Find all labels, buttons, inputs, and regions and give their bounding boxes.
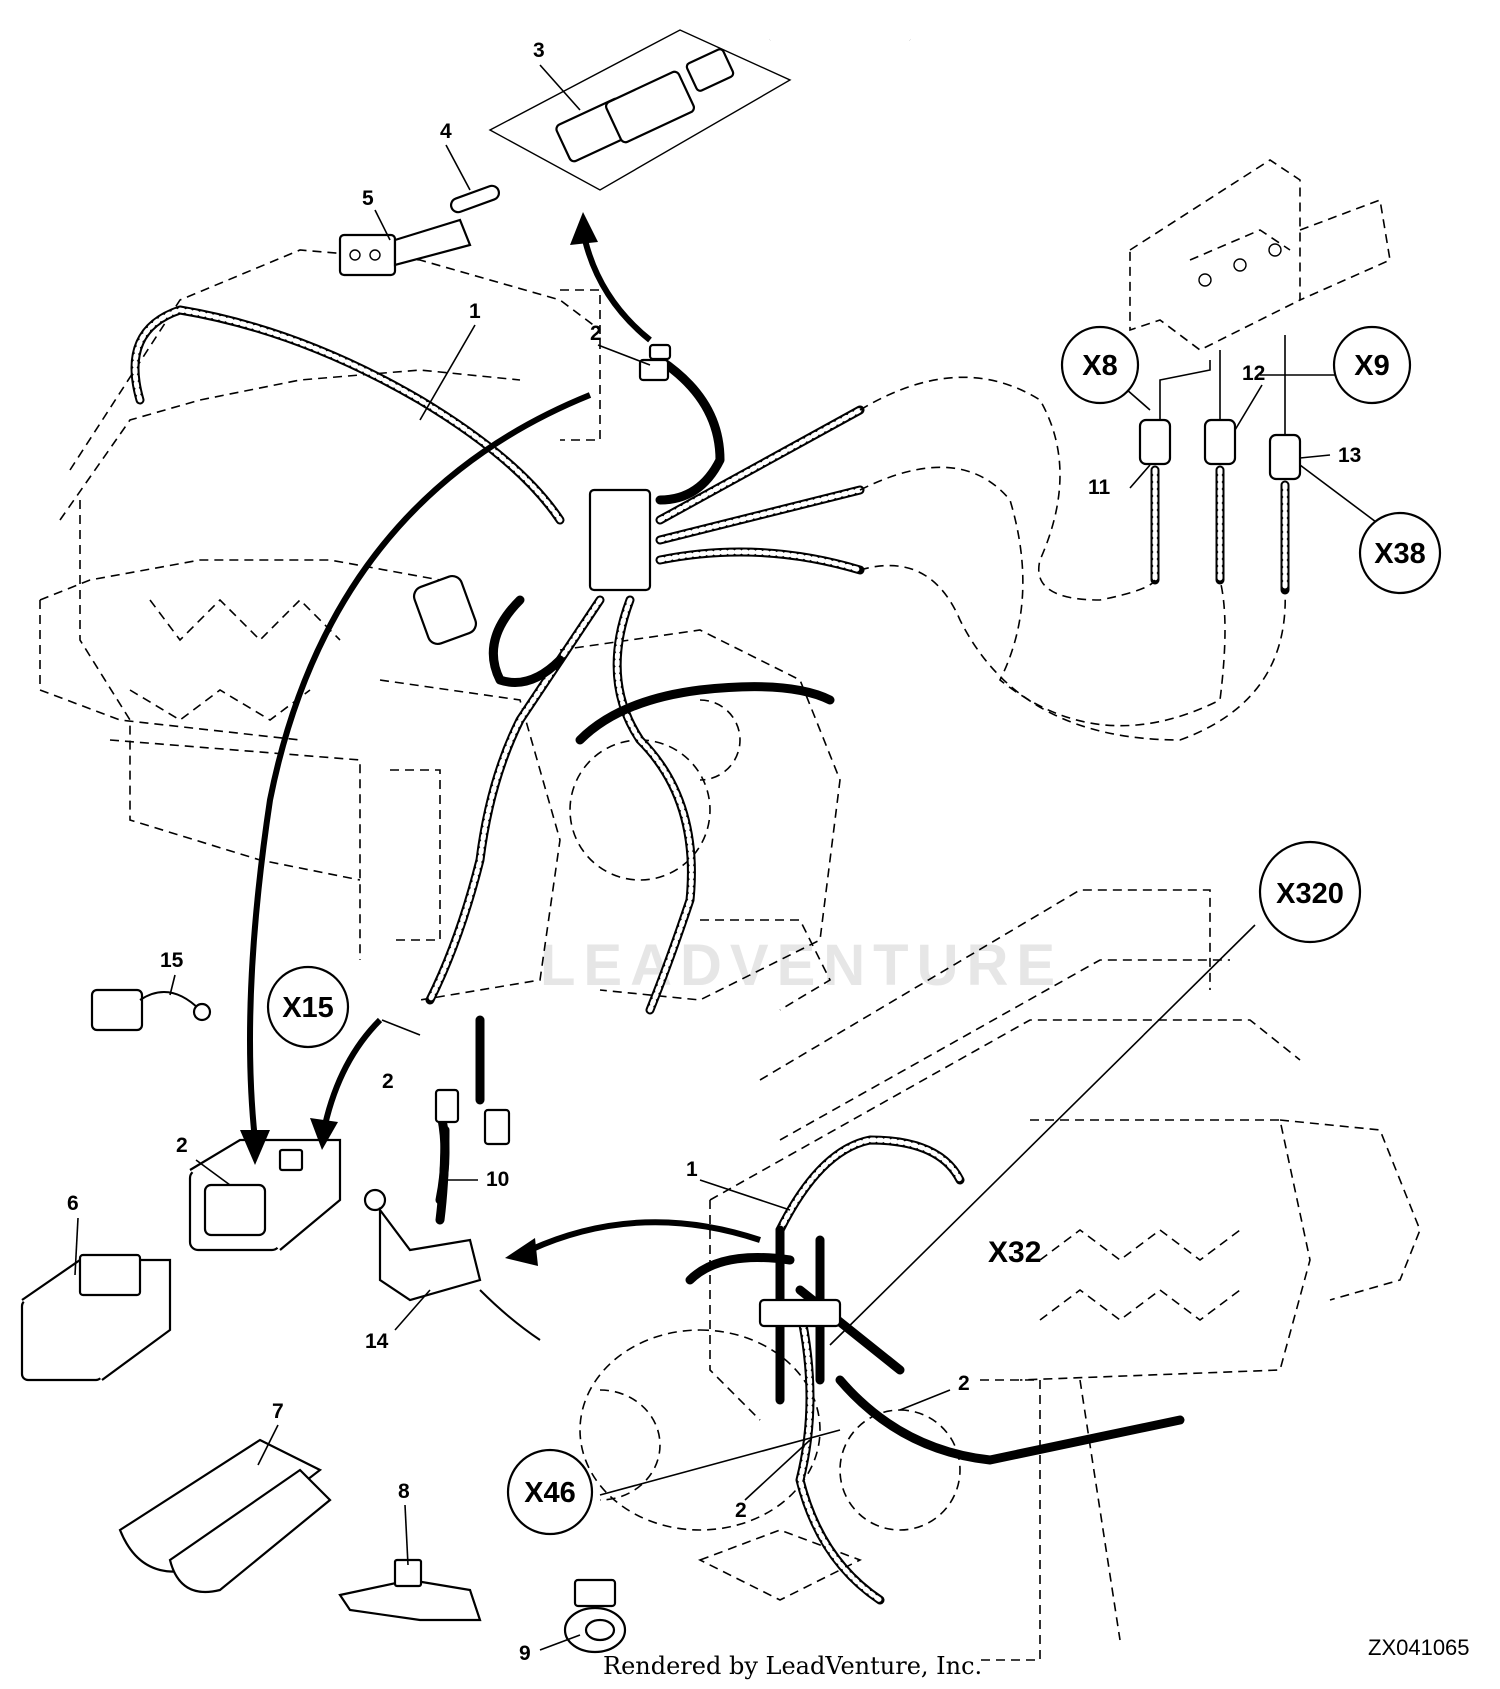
part-callouts: 1 2 3 4 5 11 12 13 15 2 2 6 10 14 7 8 9 … [67,39,1361,1665]
label-x320: X320 [1276,878,1344,910]
callout-2-bottom-left: 2 [735,1499,747,1522]
mounting-bracket-outline [1129,159,1391,351]
callout-14: 14 [365,1330,389,1353]
part-15-ground-strap [90,988,212,1032]
lower-junction [758,1298,842,1328]
callout-1-bottom: 1 [686,1158,698,1181]
part-2-connector-detail [188,1138,342,1252]
connector-13 [1268,433,1302,595]
part-6-connector [20,1253,172,1382]
circle-x38 [1358,511,1442,595]
part-10-harness [434,1088,511,1225]
circle-x15 [266,965,350,1049]
part-5-connector [338,218,472,277]
label-x38: X38 [1374,538,1426,570]
callout-15: 15 [160,949,184,972]
part-14-sensor [363,1188,541,1341]
lower-harness [685,1135,1185,1605]
part-3-kit [488,25,912,191]
connector-11 [1138,418,1172,585]
callout-11: 11 [1088,476,1111,499]
harness-route-dashed [859,376,1156,601]
lower-engine-outline [579,889,1421,1661]
callout-1-top: 1 [469,300,481,323]
callout-2-bottom-right: 2 [958,1372,970,1395]
callout-2-detail: 2 [176,1134,188,1157]
callout-2-top: 2 [590,322,602,345]
drawing-id: ZX041065 [1368,1635,1470,1660]
label-x15: X15 [282,992,334,1024]
part-8-tie-strap [338,1558,482,1622]
label-x32: X32 [988,1236,1041,1269]
connector-12 [1203,418,1237,585]
callout-3: 3 [533,39,545,62]
callout-9: 9 [519,1642,531,1665]
callout-4: 4 [440,120,452,143]
circle-x46 [506,1448,594,1536]
callout-6: 6 [67,1192,79,1215]
footer-credit: Rendered by LeadVenture, Inc. [603,1652,982,1680]
callout-7: 7 [272,1400,284,1423]
part-9-clamp [563,1578,627,1654]
callout-10: 10 [486,1168,509,1191]
callout-2-x15: 2 [382,1070,394,1093]
upper-engine-outline [39,249,841,1011]
callout-5: 5 [362,187,374,210]
circle-x320 [1258,840,1362,944]
arrows [240,212,761,1266]
sensor-housing [412,574,478,646]
callout-12: 12 [1242,362,1265,385]
label-x9: X9 [1354,350,1389,382]
junction-block [588,488,652,592]
upper-harness [130,305,865,1205]
connector-callouts: X8 X9 X38 X320 X15 X46 X32 [266,325,1442,1536]
leader-lines [74,64,1381,1651]
circle-x9 [1332,325,1412,405]
label-x8: X8 [1082,350,1117,382]
label-x46: X46 [524,1477,576,1509]
callout-8: 8 [398,1480,410,1503]
callout-13: 13 [1338,444,1361,467]
watermark: LEADVENTURE [540,933,1063,998]
circle-x8 [1060,325,1140,405]
part-7-boot [118,1438,332,1594]
part-4-fuse [449,184,501,214]
